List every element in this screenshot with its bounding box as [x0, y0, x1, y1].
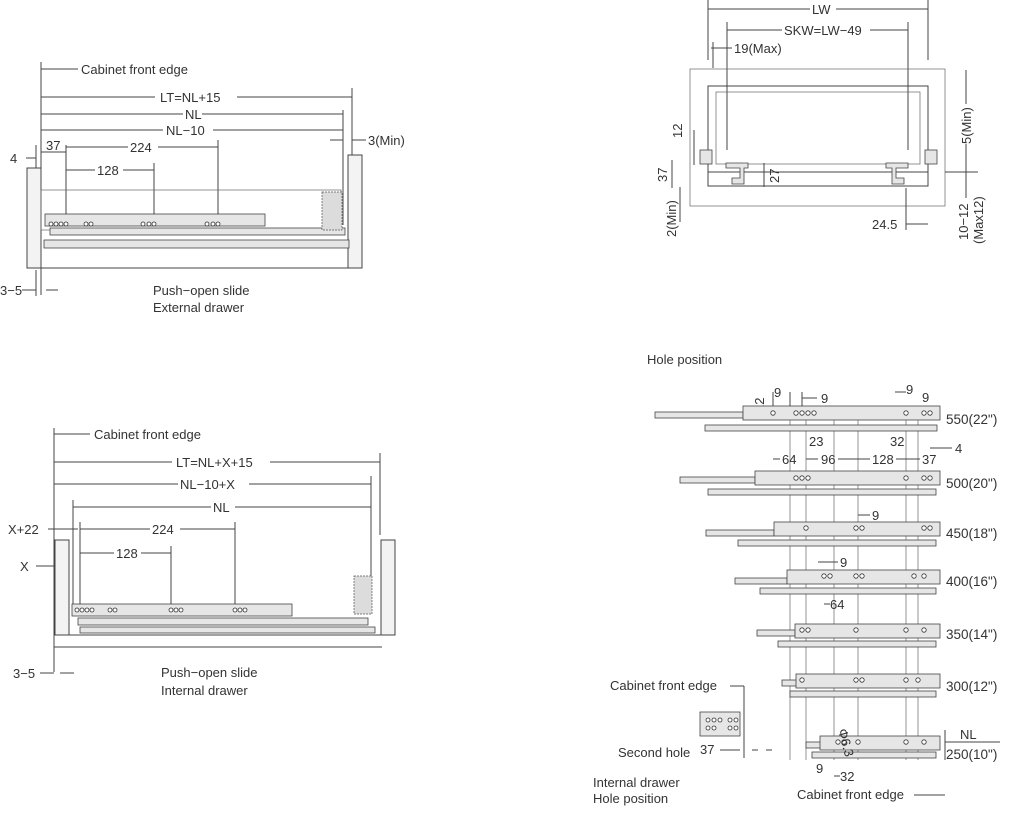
size-label-400: 400(16") [946, 574, 997, 589]
internal-lt-label: LT=NL+X+15 [176, 455, 253, 470]
hole-nl-label: NL [960, 727, 977, 742]
section-max12-label: (Max12) [971, 196, 986, 244]
internal-x-label: X [20, 559, 29, 574]
size-label-300: 300(12") [946, 679, 997, 694]
internal-drawer-drawing: Cabinet front edge LT=NL+X+15 NL−10+X NL… [8, 427, 396, 698]
internal-caption-line2: Internal drawer [161, 683, 248, 698]
section-12-label: 12 [670, 124, 685, 138]
slide-holes [770, 410, 933, 745]
slide-550 [654, 405, 941, 432]
hole-32-label: 32 [890, 434, 904, 449]
section-37-label: 37 [655, 168, 670, 182]
external-3min-label: 3(Min) [368, 133, 405, 148]
external-224-label: 224 [130, 140, 152, 155]
hole-9d-label: 9 [922, 390, 929, 405]
hole-9b-label: 9 [821, 391, 828, 406]
second-hole-label: Second hole [618, 745, 690, 760]
size-label-450: 450(18") [946, 526, 997, 541]
hole-position-note: Hole position [593, 791, 668, 806]
external-caption-line2: External drawer [153, 300, 245, 315]
hole-64-label: 64 [782, 452, 796, 467]
internal-drawer-note: Internal drawer [593, 775, 680, 790]
hole-position-drawing: Hole position 12 9 9 9 9 23 32 4 64 96 1… [593, 352, 1000, 806]
hole-64b-label: 64 [830, 597, 844, 612]
external-drawer-drawing: Cabinet front edge LT=NL+15 NL NL−10 3(M… [0, 62, 405, 315]
hole-23-label: 23 [809, 434, 823, 449]
section-skw-label: SKW=LW−49 [784, 23, 862, 38]
slide-250 [805, 735, 941, 759]
internal-3-5-label: 3−5 [13, 666, 35, 681]
hole-position-title: Hole position [647, 352, 722, 367]
external-caption-line1: Push−open slide [153, 283, 250, 298]
hole-9a-label: 9 [774, 385, 781, 400]
second-hole-37-label: 37 [700, 742, 714, 757]
hole-37-label: 37 [922, 452, 936, 467]
external-nl-label: NL [185, 107, 202, 122]
internal-nl-10-x-label: NL−10+X [180, 477, 235, 492]
hole-9e-label: 9 [872, 508, 879, 523]
hole-4-label: 4 [955, 441, 962, 456]
hole-128-label: 128 [872, 452, 894, 467]
internal-224-label: 224 [152, 522, 174, 537]
internal-128-label: 128 [116, 546, 138, 561]
size-label-350: 350(14") [946, 627, 997, 642]
external-128-label: 128 [97, 163, 119, 178]
internal-nl-label: NL [213, 500, 230, 515]
slide-500 [679, 470, 941, 496]
internal-cabinet-front-edge-label: Cabinet front edge [94, 427, 201, 442]
hole-cabinet-front-edge-left: Cabinet front edge [610, 678, 717, 693]
section-27-label: 27 [767, 169, 782, 183]
external-3-5-label: 3−5 [0, 283, 22, 298]
hole-32b-label: 32 [840, 769, 854, 784]
hole-cabinet-front-edge-bottom: Cabinet front edge [797, 787, 904, 802]
hole-9c-label: 9 [906, 382, 913, 397]
hole-96-label: 96 [821, 452, 835, 467]
section-lw-label: LW [812, 2, 831, 17]
internal-caption-line1: Push−open slide [161, 665, 258, 680]
external-cabinet-front-edge-label: Cabinet front edge [81, 62, 188, 77]
size-label-550: 550(22") [946, 412, 997, 427]
size-label-250: 250(10") [946, 747, 997, 762]
section-10-12-label: 10−12 [956, 203, 971, 240]
hole-9g-label: 9 [816, 761, 823, 776]
external-nl-minus-10-label: NL−10 [166, 123, 205, 138]
section-2min-label: 2(Min) [664, 200, 679, 237]
external-lt-label: LT=NL+15 [160, 90, 220, 105]
section-5min-label: 5(Min) [959, 107, 974, 144]
external-37-label: 37 [46, 138, 60, 153]
section-view-drawing: LW SKW=LW−49 19(Max) 12 37 27 2(Min) [655, 0, 986, 244]
hole-phi-label: Φ6.3 [835, 727, 857, 758]
section-24-5-label: 24.5 [872, 217, 897, 232]
size-label-500: 500(20") [946, 476, 997, 491]
slide-350 [756, 623, 941, 648]
section-19max-label: 19(Max) [734, 41, 782, 56]
hole-9f-label: 9 [840, 555, 847, 570]
external-4-label: 4 [10, 151, 17, 166]
slide-400 [734, 569, 941, 595]
slide-300 [781, 673, 941, 698]
internal-x22-label: X+22 [8, 522, 39, 537]
slide-450 [705, 521, 941, 547]
